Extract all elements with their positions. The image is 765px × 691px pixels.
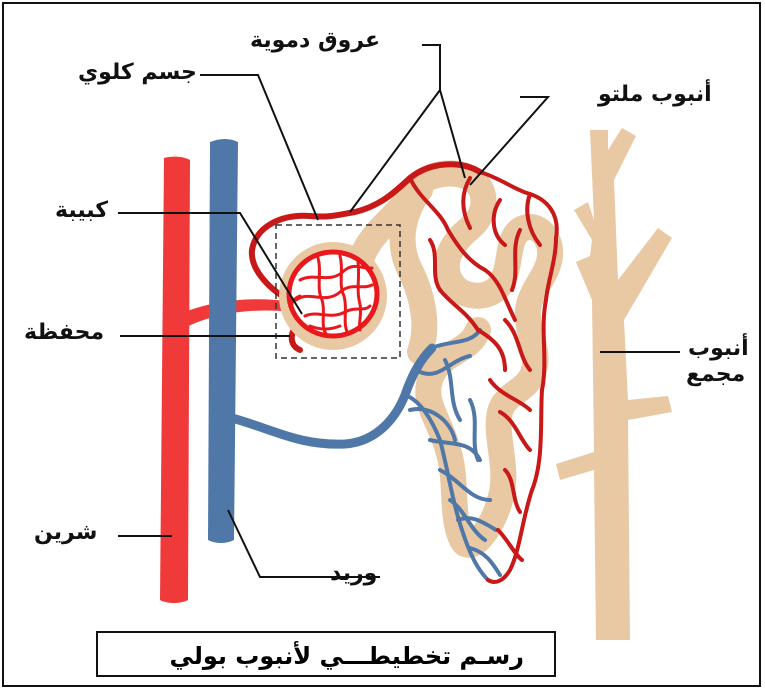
label-glomerulus: كبيبة xyxy=(55,200,108,222)
label-capsule: محفظة xyxy=(24,322,104,344)
label-collecting-tube-line1: أنبوب xyxy=(688,338,749,360)
vein-branch xyxy=(232,348,432,444)
label-blood-vessels: عروق دموية xyxy=(250,30,380,52)
label-vein: وريد xyxy=(330,563,377,585)
label-renal-corpuscle: جسم كلوي xyxy=(78,62,197,84)
collecting-duct xyxy=(556,128,672,640)
glomerulus-ball xyxy=(289,252,377,336)
caption-text: رسـم تخطيطـــي لأنبوب بولي xyxy=(170,642,524,670)
caption-box: رسـم تخطيطـــي لأنبوب بولي xyxy=(96,631,556,677)
label-artery: شرين xyxy=(34,522,97,544)
vein-vessel xyxy=(208,139,238,543)
label-collecting-tube-line2: مجمع xyxy=(686,364,745,386)
label-convoluted-tubule: أنبوب ملتو xyxy=(598,84,712,106)
